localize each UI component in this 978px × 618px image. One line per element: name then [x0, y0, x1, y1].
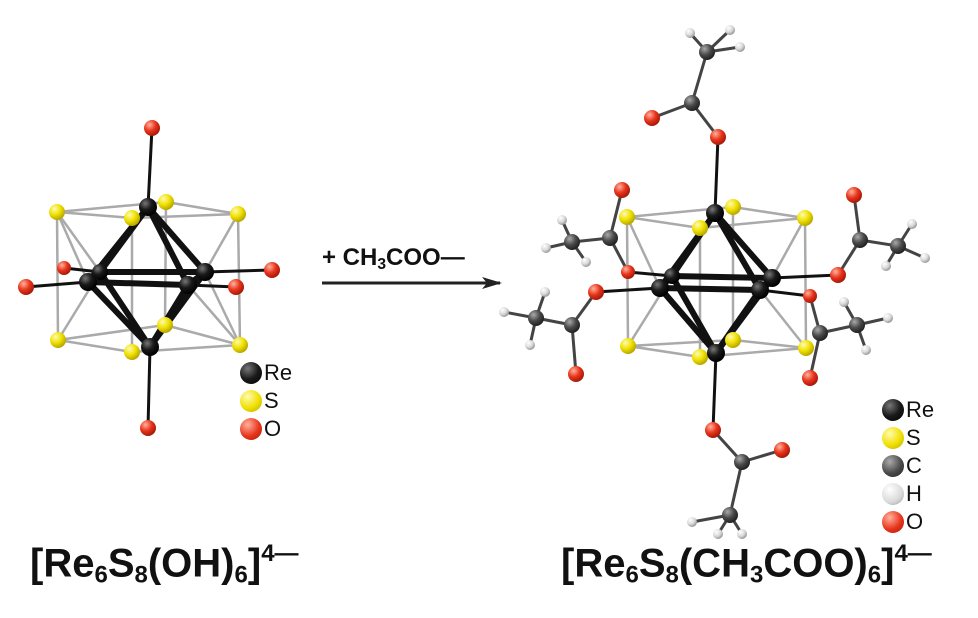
- re-atom-ball-icon: [882, 399, 904, 421]
- legend-row-s: S: [240, 388, 279, 414]
- legend-row-re: Re: [882, 397, 934, 423]
- legend-label-re: Re: [906, 397, 935, 422]
- right-acetate-bonds: [503, 28, 926, 535]
- arrow-label: + CH3COO—: [322, 244, 465, 274]
- right-formula-part: S: [638, 541, 666, 586]
- right-formula-sub: 6: [625, 561, 639, 589]
- legend-label-h: H: [906, 481, 922, 506]
- right-legend: Re S C H O: [882, 397, 962, 547]
- right-re-atoms: [651, 204, 781, 362]
- left-formula-part: (OH): [147, 541, 235, 586]
- s-atom-ball-icon: [882, 427, 904, 449]
- right-formula-part: ]: [881, 541, 895, 586]
- legend-row-o: O: [240, 416, 281, 442]
- left-formula: [Re6S8(OH)6]4—: [30, 540, 299, 590]
- left-cluster-molecule: [18, 120, 280, 436]
- left-formula-part: ]: [247, 541, 262, 586]
- right-re-o-bonds: [595, 136, 839, 431]
- legend-label-o: O: [264, 416, 282, 441]
- h-atom-ball-icon: [882, 483, 904, 505]
- o-atom-ball-icon: [882, 511, 904, 533]
- arrow-label-prefix: + CH: [322, 244, 378, 271]
- right-s-s-edges: [625, 205, 808, 359]
- right-formula: [Re6S8(CH3COO)6]4—: [561, 540, 932, 590]
- legend-label-s: S: [264, 388, 279, 413]
- left-formula-sub: 6: [94, 561, 108, 589]
- legend-row-c: C: [882, 453, 922, 479]
- left-formula-part: [Re: [30, 541, 95, 586]
- right-formula-part: [Re: [561, 541, 626, 586]
- right-formula-part: (CH: [678, 541, 750, 586]
- right-c-atoms: [528, 44, 906, 523]
- left-re-atoms: [79, 198, 214, 356]
- right-formula-sub: 6: [867, 561, 882, 589]
- left-re-o-bonds: [25, 127, 273, 429]
- legend-row-re: Re: [240, 360, 292, 386]
- left-legend: Re S O: [240, 360, 320, 450]
- left-o-atoms: [18, 120, 280, 436]
- right-formula-charge: 4—: [894, 540, 932, 567]
- left-s-s-edges: [55, 200, 242, 354]
- o-atom-ball-icon: [240, 418, 262, 440]
- right-h-atoms: [499, 25, 930, 539]
- legend-label-s: S: [906, 425, 921, 450]
- right-formula-part: COO): [763, 541, 868, 586]
- legend-label-c: C: [906, 453, 922, 478]
- arrow-label-sub: 3: [377, 255, 387, 273]
- left-formula-sub: 6: [234, 561, 248, 589]
- legend-label-o: O: [906, 509, 924, 534]
- legend-row-s: S: [882, 425, 921, 451]
- legend-row-o: O: [882, 509, 923, 535]
- right-cluster-molecule: [499, 25, 930, 539]
- right-formula-sub: 8: [665, 561, 679, 589]
- legend-label-re: Re: [264, 360, 293, 385]
- arrow-label-suffix: COO—: [386, 244, 465, 271]
- left-formula-charge: 4—: [261, 540, 299, 567]
- left-formula-part: S: [107, 541, 135, 586]
- left-s-atoms: [49, 194, 248, 360]
- right-o-atoms: [568, 110, 862, 458]
- right-formula-sub: 3: [749, 561, 764, 589]
- re-atom-ball-icon: [240, 362, 262, 384]
- s-atom-ball-icon: [240, 390, 262, 412]
- legend-row-h: H: [882, 481, 922, 507]
- left-formula-sub: 8: [134, 561, 148, 589]
- c-atom-ball-icon: [882, 455, 904, 477]
- right-s-atoms: [619, 199, 814, 365]
